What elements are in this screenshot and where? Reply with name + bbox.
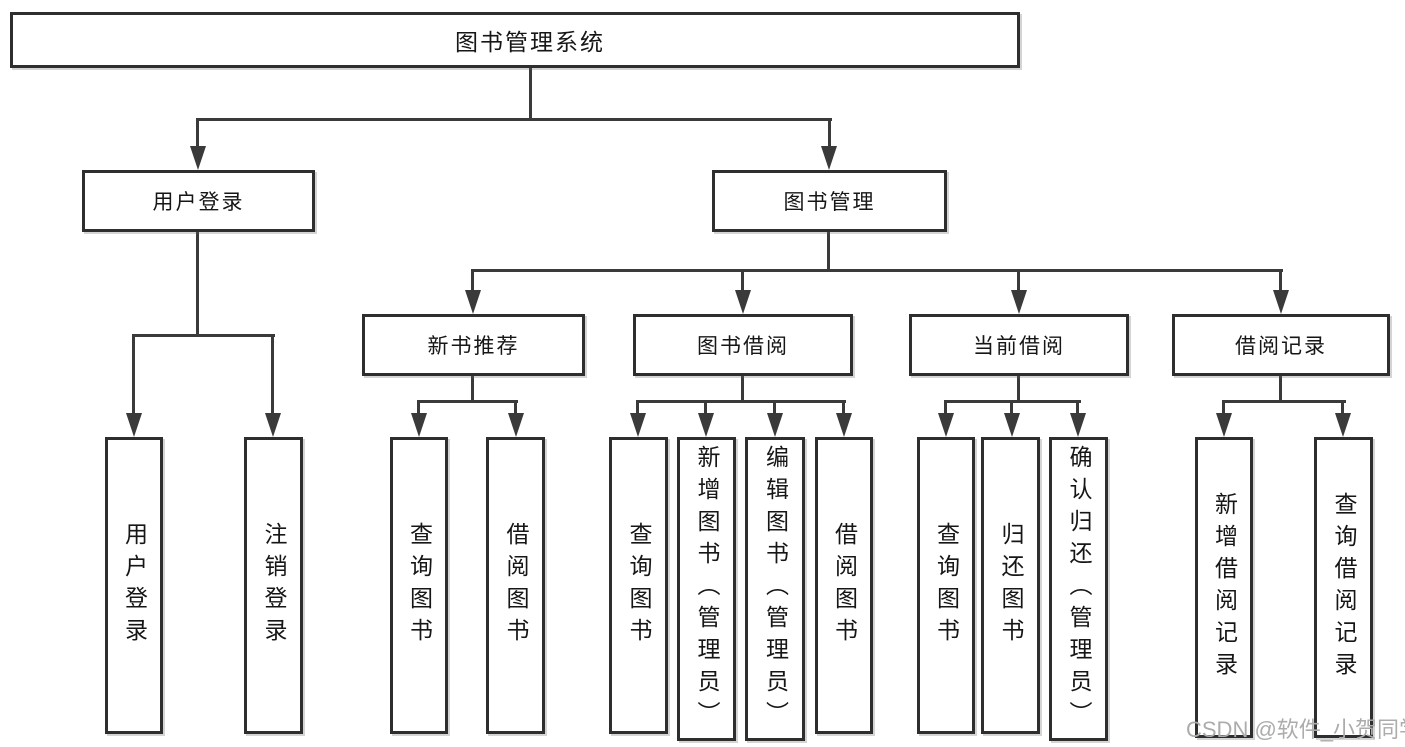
arrow-down-icon	[836, 413, 852, 437]
connector-line	[741, 376, 744, 402]
connector-line	[944, 400, 947, 416]
arrow-down-icon	[1070, 413, 1086, 437]
arrow-down-icon	[821, 146, 837, 170]
arrow-down-icon	[938, 413, 954, 437]
node-label: 用户登录	[152, 191, 245, 214]
arrow-down-icon	[767, 413, 783, 437]
connector-line	[636, 400, 639, 416]
node-label: 查询图书	[933, 521, 960, 650]
arrow-down-icon	[411, 413, 427, 437]
arrow-down-icon	[630, 413, 646, 437]
connector-line	[1017, 269, 1020, 293]
node-book-management: 图书管理	[712, 170, 947, 232]
arrow-down-icon	[1216, 413, 1232, 437]
connector-line	[271, 334, 274, 416]
arrow-down-icon	[265, 413, 281, 437]
connector-line	[417, 400, 518, 403]
node-label: 查询图书	[406, 521, 433, 650]
node-label: 编辑图书（管理员）	[762, 445, 789, 733]
node-current-borrowing: 当前借阅	[909, 314, 1129, 376]
node-label: 借阅图书	[503, 521, 529, 650]
node-label: 新增图书（管理员）	[694, 445, 720, 733]
connector-line	[741, 269, 744, 293]
leaf-confirm-return-admin: 确认归还（管理员）	[1049, 437, 1108, 741]
arrow-down-icon	[508, 413, 524, 437]
leaf-logout: 注销登录	[244, 437, 303, 734]
node-label: 借阅记录	[1235, 335, 1327, 358]
connector-line	[1076, 400, 1079, 416]
arrow-down-icon	[735, 290, 751, 314]
connector-line	[773, 400, 776, 416]
node-label: 新增借阅记录	[1211, 491, 1238, 684]
leaf-query-books-current: 查询图书	[917, 437, 975, 734]
leaf-query-books-recommendation: 查询图书	[390, 437, 448, 734]
connector-line	[471, 376, 474, 402]
leaf-query-borrow-record: 查询借阅记录	[1314, 437, 1373, 738]
connector-line	[132, 334, 135, 416]
leaf-add-borrow-record: 新增借阅记录	[1195, 437, 1253, 738]
connector-line	[471, 269, 1283, 272]
connector-line	[514, 400, 517, 416]
node-label: 借阅图书	[831, 521, 858, 650]
arrow-down-icon	[1011, 290, 1027, 314]
node-label: 查询借阅记录	[1331, 491, 1357, 684]
csdn-watermark: CSDN @软件_小贺同学	[1186, 717, 1405, 742]
node-root-book-management-system: 图书管理系统	[10, 12, 1020, 68]
node-book-borrowing: 图书借阅	[633, 314, 853, 376]
connector-line	[529, 68, 532, 121]
connector-line	[132, 334, 275, 337]
node-label: 注销登录	[261, 521, 287, 650]
connector-line	[196, 118, 199, 148]
connector-line	[471, 269, 474, 293]
node-label: 归还图书	[998, 521, 1024, 650]
node-label: 图书借阅	[697, 335, 789, 358]
arrow-down-icon	[126, 413, 142, 437]
node-user-login: 用户登录	[82, 170, 315, 232]
leaf-add-books-admin: 新增图书（管理员）	[677, 437, 736, 741]
connector-line	[828, 118, 831, 148]
node-label: 确认归还（管理员）	[1066, 445, 1092, 733]
connector-line	[417, 400, 420, 416]
node-new-book-recommendation: 新书推荐	[362, 314, 585, 376]
arrow-down-icon	[1335, 413, 1351, 437]
connector-line	[842, 400, 845, 416]
connector-line	[1017, 376, 1020, 402]
leaf-borrow-books-recommendation: 借阅图书	[486, 437, 545, 734]
leaf-edit-books-admin: 编辑图书（管理员）	[745, 437, 805, 741]
leaf-query-books-borrowing: 查询图书	[609, 437, 668, 734]
arrow-down-icon	[698, 413, 714, 437]
connector-line	[827, 232, 830, 272]
connector-line	[1222, 400, 1346, 403]
arrow-down-icon	[1004, 413, 1020, 437]
leaf-return-books: 归还图书	[981, 437, 1040, 734]
connector-line	[1279, 269, 1282, 293]
node-label: 新书推荐	[427, 335, 520, 358]
connector-line	[1010, 400, 1013, 416]
arrow-down-icon	[1273, 290, 1289, 314]
connector-line	[704, 400, 707, 416]
connector-line	[636, 400, 846, 403]
node-label: 图书管理	[783, 191, 876, 214]
connector-line	[196, 232, 199, 337]
leaf-borrow-books-borrowing: 借阅图书	[815, 437, 873, 734]
node-borrowing-records: 借阅记录	[1172, 314, 1390, 376]
connector-line	[1222, 400, 1225, 416]
arrow-down-icon	[465, 290, 481, 314]
connector-line	[1279, 376, 1282, 402]
connector-line	[1341, 400, 1344, 416]
leaf-user-login: 用户登录	[105, 437, 163, 734]
node-label: 查询图书	[626, 521, 652, 650]
node-label: 图书管理系统	[455, 29, 605, 55]
node-label: 用户登录	[121, 521, 148, 650]
node-label: 当前借阅	[973, 335, 1065, 358]
arrow-down-icon	[190, 146, 206, 170]
connector-line	[196, 118, 832, 121]
